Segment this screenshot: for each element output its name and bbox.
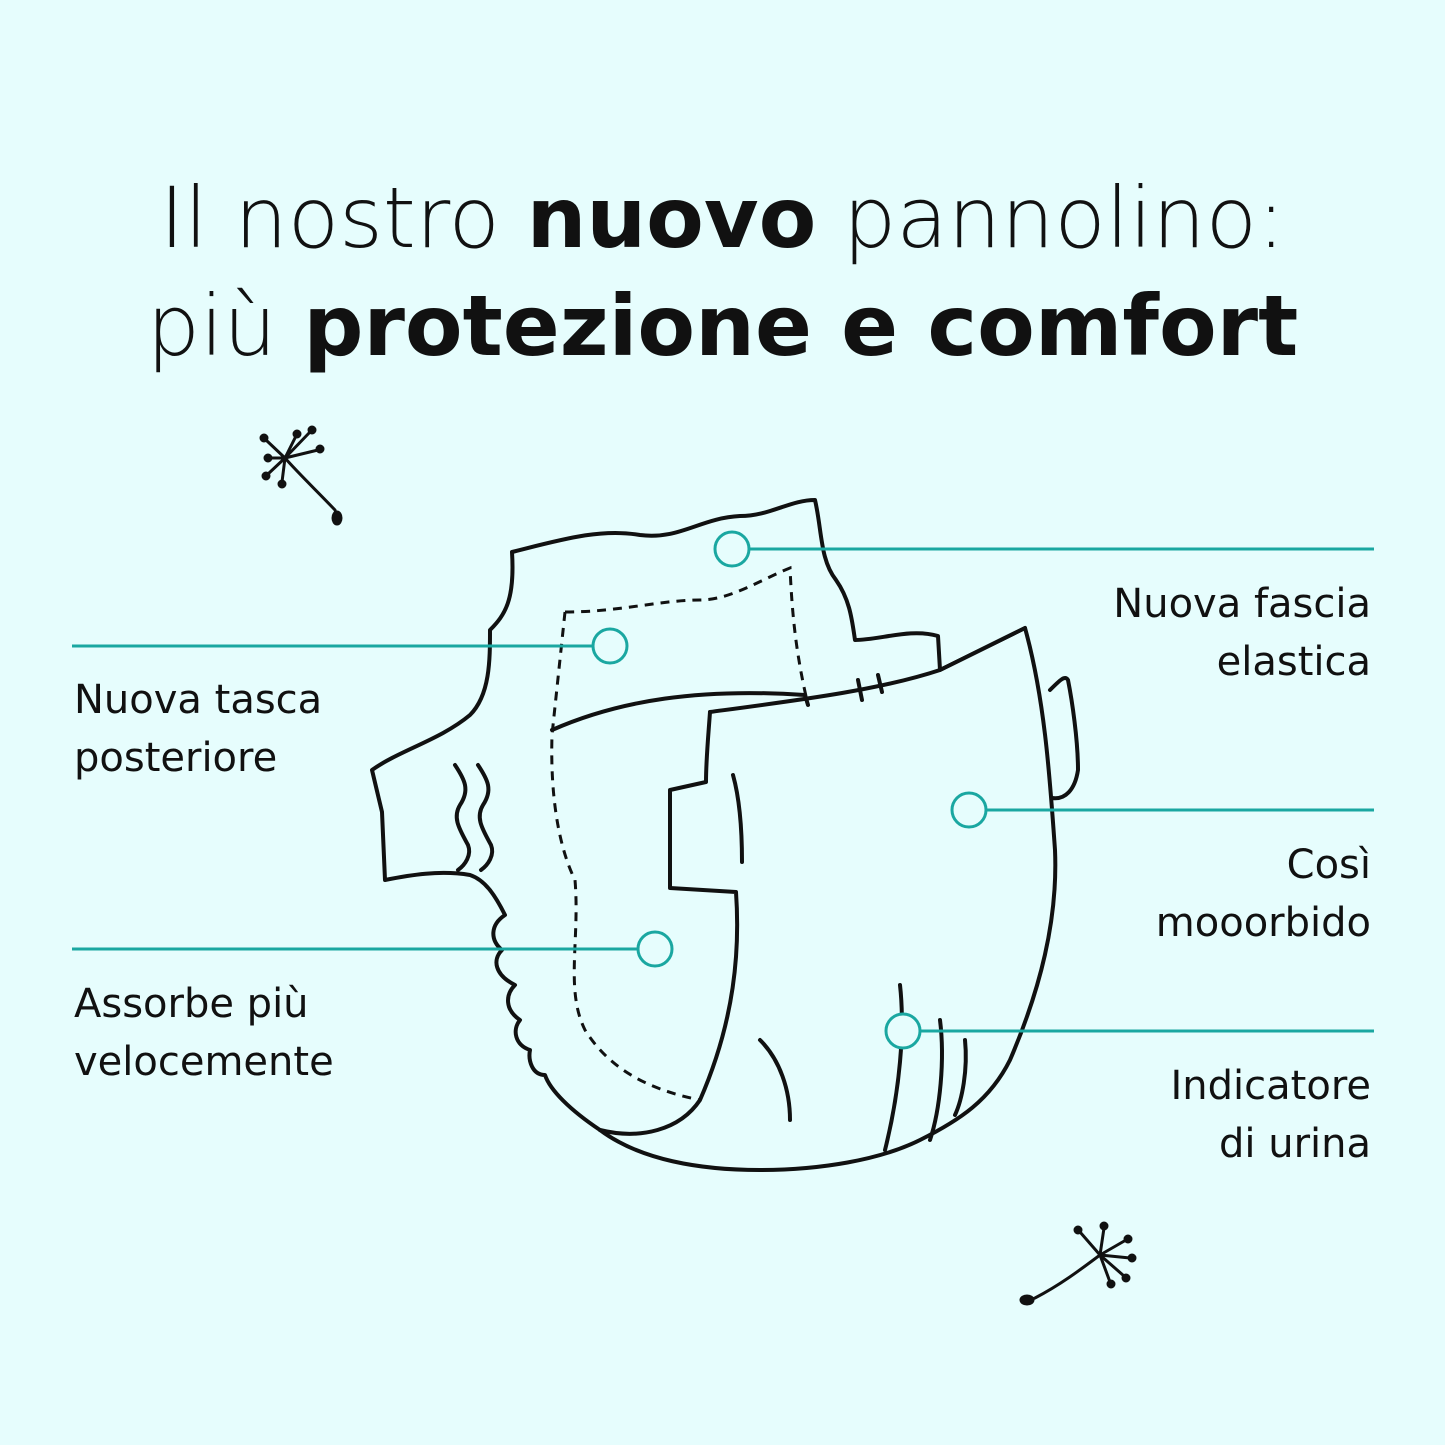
- callout-label-waistband: Nuova fascia elastica: [1113, 581, 1371, 685]
- callout-label-wetness: Indicatore di urina: [1170, 1063, 1372, 1167]
- diaper-front-panel: [708, 626, 1027, 714]
- callout-dot-back-pocket: [591, 627, 629, 665]
- callout-label-absorb: Assorbe più velocemente: [74, 981, 334, 1085]
- callout-dot-waistband: [713, 530, 751, 568]
- headline: Il nostro nuovo pannolino: più protezion…: [0, 164, 1445, 380]
- dandelion-seed-icon: [259, 425, 343, 526]
- headline-line-2: più protezione e comfort: [146, 277, 1299, 376]
- callout-label-back-pocket: Nuova tasca posteriore: [74, 677, 323, 781]
- diaper-back-outline: [370, 498, 1058, 1172]
- diaper-front-wing: [598, 710, 740, 1136]
- headline-line-1: Il nostro nuovo pannolino:: [159, 169, 1286, 268]
- back-pocket-dashed: [550, 565, 810, 1102]
- callout-dot-absorb: [636, 930, 674, 968]
- callout-label-soft: Così mooorbido: [1155, 842, 1371, 946]
- callout-dot-wetness: [884, 1012, 922, 1050]
- callout-dot-soft: [950, 791, 988, 829]
- dandelion-seed-icon: [1019, 1221, 1137, 1306]
